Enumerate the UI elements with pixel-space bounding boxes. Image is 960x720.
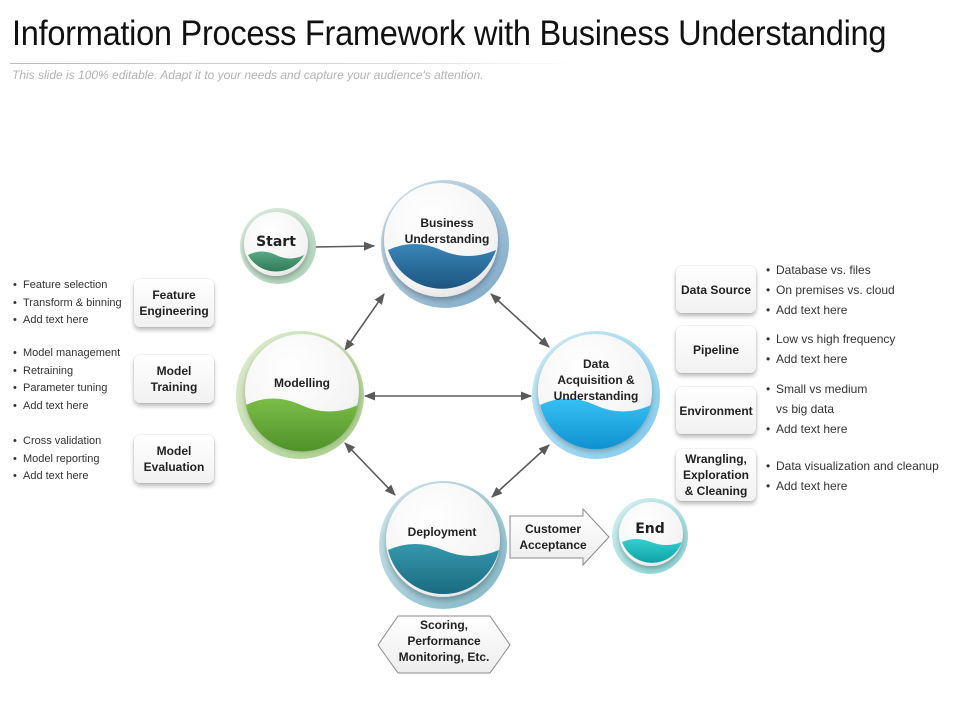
- wrangling-line-2: Exploration: [682, 468, 749, 482]
- page-title: Information Process Framework with Busin…: [12, 14, 887, 53]
- arrow-data-deployment: [491, 444, 550, 498]
- pipeline-line-1: Pipeline: [692, 342, 739, 357]
- list-item: Model reporting: [13, 451, 101, 469]
- end-label: End: [635, 521, 665, 537]
- list-item: Add text here: [13, 468, 101, 486]
- business-label-line-1: Business: [420, 216, 474, 230]
- scoring-line-2: Performance: [407, 634, 481, 648]
- data-label-line-1: Data: [582, 357, 609, 371]
- feature-engineering-bullets: Feature selection Transform & binning Ad…: [13, 277, 122, 330]
- deployment-node: [379, 481, 507, 609]
- model-training-box: Model Training: [134, 355, 214, 403]
- data-label-line-2: Acquisition &: [557, 373, 635, 387]
- list-item: Add text here: [13, 312, 122, 330]
- arrow-modelling-deployment: [344, 442, 396, 496]
- pipeline-bullets: Low vs high frequency Add text here: [766, 329, 895, 369]
- end-node: [612, 498, 688, 574]
- list-item: Small vs medium: [766, 379, 867, 399]
- modelling-label: Modelling: [274, 376, 330, 390]
- start-label: Start: [256, 234, 296, 250]
- environment-line-1: Environment: [679, 403, 753, 418]
- title-divider: [10, 63, 580, 64]
- list-item-continuation: vs big data: [776, 402, 835, 416]
- list-item: Low vs high frequency: [766, 329, 895, 349]
- scoring-line-1: Scoring,: [419, 618, 468, 632]
- list-item: Cross validation: [13, 433, 101, 451]
- business-understanding-label: Business Understanding: [392, 215, 502, 247]
- feature-engineering-line-1: Feature: [152, 288, 196, 302]
- data-source-box: Data Source: [676, 266, 756, 313]
- wrangling-line-3: & Cleaning: [684, 484, 748, 498]
- deployment-label: Deployment: [407, 525, 477, 539]
- scoring-line-3: Monitoring, Etc.: [398, 650, 490, 664]
- start-node: [240, 208, 316, 284]
- list-item: Feature selection: [13, 277, 122, 295]
- page-subtitle: This slide is 100% editable. Adapt it to…: [12, 68, 484, 82]
- customer-acceptance-arrow-shape: [509, 507, 610, 567]
- feature-engineering-line-2: Engineering: [139, 304, 209, 318]
- list-item: Parameter tuning: [13, 380, 120, 398]
- list-item: Add text here: [766, 349, 895, 369]
- model-evaluation-bullets: Cross validation Model reporting Add tex…: [13, 433, 101, 486]
- customer-acceptance-label: Customer Acceptance: [512, 521, 594, 553]
- pipeline-box: Pipeline: [676, 326, 756, 373]
- list-item: Data visualization and cleanup: [766, 456, 939, 476]
- model-training-line-1: Model: [156, 364, 192, 378]
- list-item: Model management: [13, 345, 120, 363]
- model-training-bullets: Model management Retraining Parameter tu…: [13, 345, 120, 415]
- wrangling-bullets: Data visualization and cleanup Add text …: [766, 456, 939, 496]
- data-source-line-1: Data Source: [680, 282, 752, 297]
- list-item: Database vs. files: [766, 260, 895, 280]
- wrangling-line-1: Wrangling,: [685, 452, 747, 466]
- list-item: Add text here: [766, 419, 867, 439]
- customer-acceptance-line-2: Acceptance: [519, 538, 587, 552]
- data-label-line-3: Understanding: [553, 389, 639, 403]
- model-evaluation-line-2: Evaluation: [143, 460, 205, 474]
- environment-bullets: Small vs medium vs big data Add text her…: [766, 379, 867, 439]
- environment-box: Environment: [676, 387, 756, 434]
- modelling-node: [236, 331, 364, 459]
- arrow-start-to-business: [314, 241, 376, 251]
- wrangling-box: Wrangling, Exploration & Cleaning: [676, 449, 756, 501]
- arrow-business-modelling: [344, 293, 385, 351]
- scoring-label: Scoring, Performance Monitoring, Etc.: [388, 617, 500, 665]
- list-item: Add text here: [766, 476, 939, 496]
- feature-engineering-box: Feature Engineering: [134, 279, 214, 327]
- customer-acceptance-line-1: Customer: [524, 522, 581, 536]
- scoring-callout-shape: [377, 615, 511, 674]
- business-understanding-node: [381, 180, 509, 308]
- model-evaluation-line-1: Model: [156, 444, 192, 458]
- business-label-line-2: Understanding: [404, 232, 490, 246]
- list-item: Retraining: [13, 363, 120, 381]
- data-source-bullets: Database vs. files On premises vs. cloud…: [766, 260, 895, 320]
- connector-arrows: [314, 241, 550, 498]
- arrow-business-data: [490, 293, 550, 348]
- data-acquisition-label: Data Acquisition & Understanding: [542, 356, 650, 404]
- data-acquisition-node: [532, 331, 660, 459]
- list-item: Add text here: [766, 300, 895, 320]
- list-item: On premises vs. cloud: [766, 280, 895, 300]
- model-training-line-2: Training: [150, 380, 198, 394]
- list-item: Transform & binning: [13, 295, 122, 313]
- model-evaluation-box: Model Evaluation: [134, 435, 214, 483]
- list-item: Add text here: [13, 398, 120, 416]
